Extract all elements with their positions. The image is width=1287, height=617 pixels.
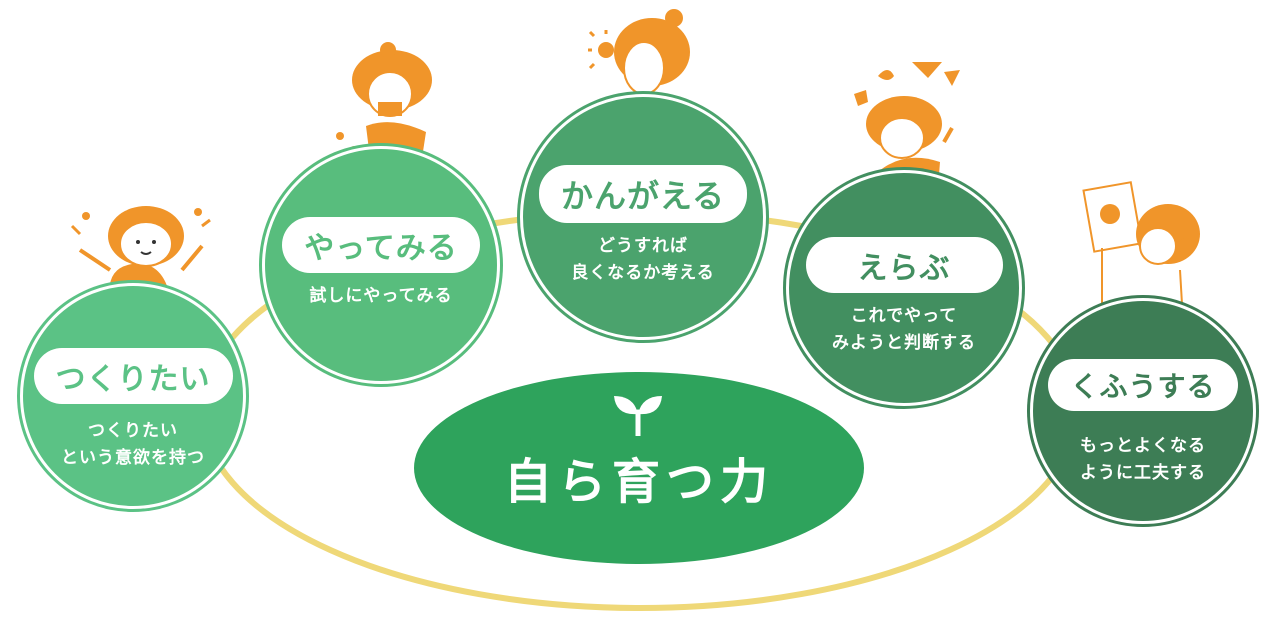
drawing-girl-icon xyxy=(1082,181,1200,305)
node-kufuusuru: くふうする もっとよくなる ように工夫する xyxy=(1030,298,1256,524)
node-erabu: えらぶ これでやって みようと判断する xyxy=(786,170,1022,406)
node-label: つくりたい xyxy=(33,348,233,404)
node-label: やってみる xyxy=(282,217,480,273)
center-ellipse: 自ら育つ力 xyxy=(414,372,864,564)
node-tsukuritai: つくりたい つくりたい という意欲を持つ xyxy=(20,283,246,509)
creating-girl-icon xyxy=(70,206,211,298)
node-kangaeru: かんがえる どうすれば 良くなるか考える xyxy=(520,94,766,340)
node-description: つくりたい という意欲を持つ xyxy=(61,421,205,468)
node-description: これでやって みようと判断する xyxy=(832,306,976,353)
node-label: えらぶ xyxy=(805,237,1003,293)
sprout-icon xyxy=(614,396,662,436)
node-label: くふうする xyxy=(1048,359,1238,411)
node-yattemiru: やってみる 試しにやってみる xyxy=(262,146,500,384)
node-description: 試しにやってみる xyxy=(309,286,453,306)
center-title: 自ら育つ力 xyxy=(503,454,774,510)
node-label: かんがえる xyxy=(538,165,748,223)
node-description: もっとよくなる ように工夫する xyxy=(1080,436,1206,483)
node-description: どうすれば 良くなるか考える xyxy=(571,236,715,283)
